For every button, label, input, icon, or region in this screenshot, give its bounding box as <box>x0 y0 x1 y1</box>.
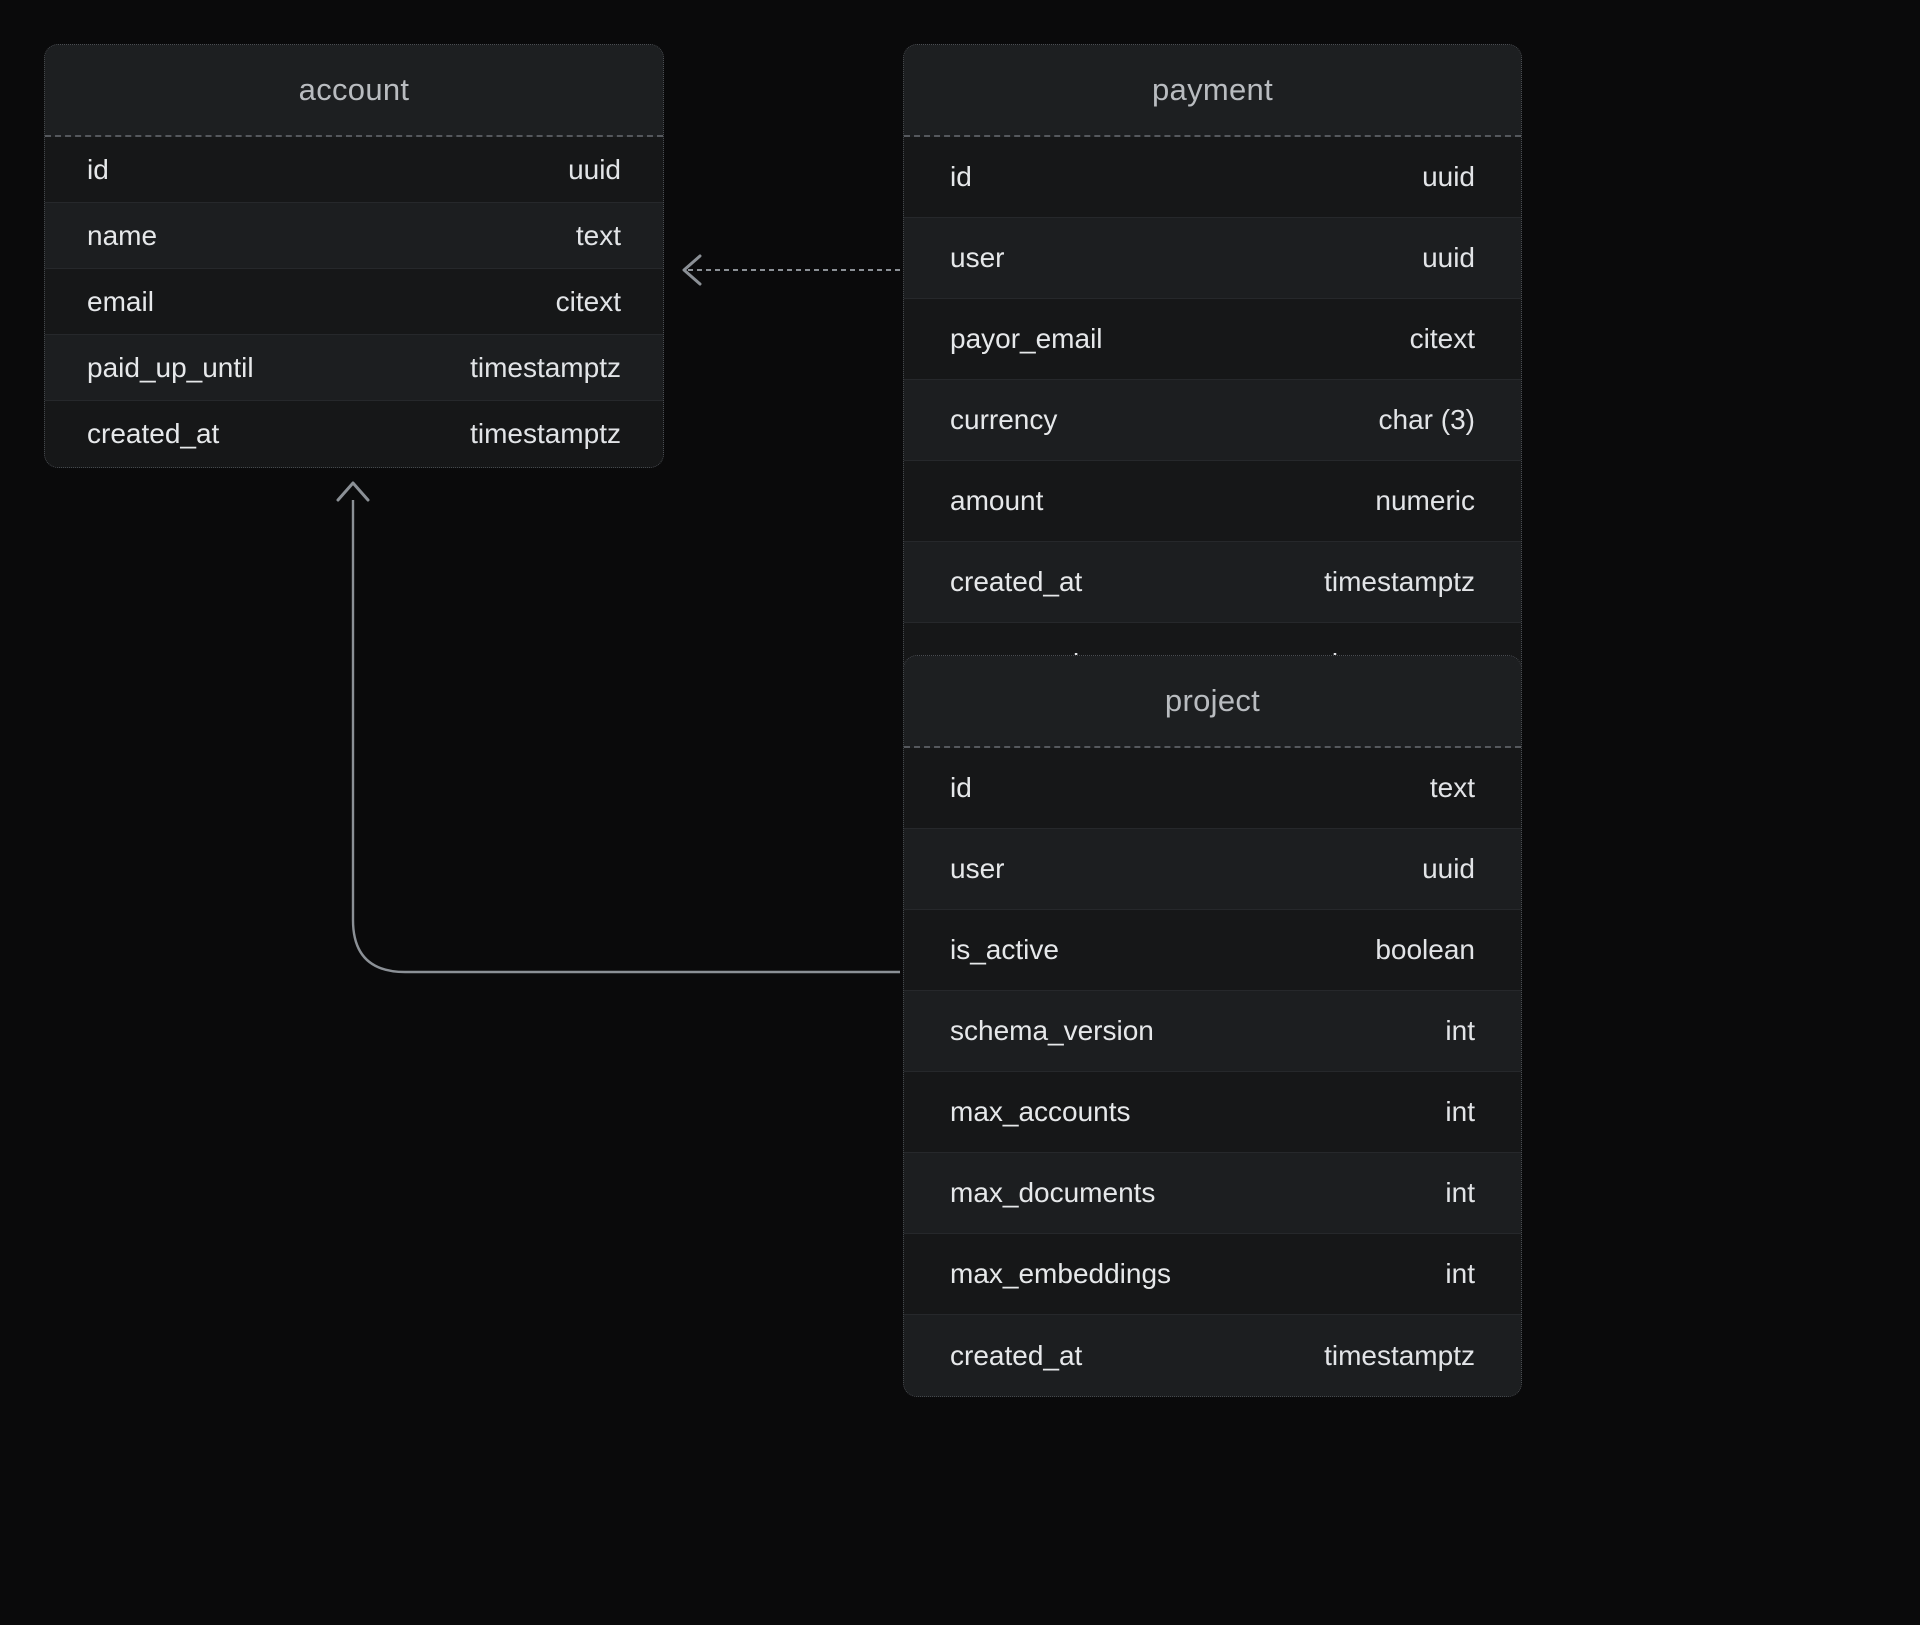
field-name: email <box>87 285 154 317</box>
field-row[interactable]: email citext <box>45 269 663 335</box>
field-type: uuid <box>1422 853 1475 884</box>
field-type: text <box>1429 772 1475 803</box>
field-type: uuid <box>1422 161 1475 192</box>
field-type: timestamptz <box>1324 566 1475 597</box>
field-name: payor_email <box>950 323 1103 354</box>
field-row[interactable]: id text <box>904 748 1521 829</box>
entity-payment-header: payment <box>904 45 1521 137</box>
edge-payment-to-account <box>682 254 900 286</box>
field-type: int <box>1445 1177 1475 1208</box>
field-name: created_at <box>950 1339 1083 1371</box>
edge-project-to-account <box>336 481 900 974</box>
field-name: created_at <box>87 418 220 449</box>
field-row[interactable]: user uuid <box>904 218 1521 299</box>
entity-project-header: project <box>904 656 1521 748</box>
field-row[interactable]: name text <box>45 203 663 269</box>
field-name: schema_version <box>950 1015 1154 1046</box>
field-type: uuid <box>1422 242 1475 273</box>
field-name: paid_up_until <box>87 351 254 383</box>
field-name: id <box>950 772 972 803</box>
entity-payment-field-list: id uuid user uuid payor_email citext cur… <box>904 137 1521 704</box>
field-name: id <box>950 161 972 192</box>
field-name: user <box>950 242 1005 273</box>
field-row[interactable]: amount numeric <box>904 461 1521 542</box>
field-name: amount <box>950 485 1044 516</box>
field-name: is_active <box>950 934 1059 965</box>
field-row[interactable]: max_accounts int <box>904 1072 1521 1153</box>
entity-account-field-list: id uuid name text email citext paid_up_u… <box>45 137 663 467</box>
field-row[interactable]: created_at timestamptz <box>904 542 1521 623</box>
field-type: uuid <box>568 153 621 185</box>
field-name: max_embeddings <box>950 1258 1172 1289</box>
field-row[interactable]: schema_version int <box>904 991 1521 1072</box>
field-type: citext <box>555 285 621 317</box>
field-type: char (3) <box>1378 404 1475 435</box>
field-type: int <box>1445 1015 1475 1046</box>
field-name: created_at <box>950 566 1083 597</box>
field-type: text <box>575 219 621 251</box>
field-row[interactable]: user uuid <box>904 829 1521 910</box>
field-row[interactable]: paid_up_until timestamptz <box>45 335 663 401</box>
field-row[interactable]: id uuid <box>45 137 663 203</box>
entity-project-field-list: id text user uuid is_active boolean sche… <box>904 748 1521 1396</box>
field-name: currency <box>950 404 1058 435</box>
field-row[interactable]: created_at timestamptz <box>904 1315 1521 1396</box>
field-name: name <box>87 219 158 251</box>
entity-payment-title: payment <box>1152 72 1273 107</box>
field-type: timestamptz <box>470 351 621 383</box>
field-row[interactable]: payor_email citext <box>904 299 1521 380</box>
field-type: citext <box>1409 323 1475 354</box>
field-name: max_documents <box>950 1177 1156 1208</box>
field-type: int <box>1445 1258 1475 1289</box>
entity-account[interactable]: account id uuid name text email citext p… <box>44 44 664 468</box>
field-row[interactable]: max_embeddings int <box>904 1234 1521 1315</box>
arrowhead-left-icon <box>682 254 702 286</box>
entity-account-header: account <box>45 45 663 137</box>
field-type: boolean <box>1375 934 1475 965</box>
entity-project[interactable]: project id text user uuid is_active bool… <box>903 655 1522 1397</box>
entity-payment[interactable]: payment id uuid user uuid payor_email ci… <box>903 44 1522 705</box>
field-row[interactable]: currency char (3) <box>904 380 1521 461</box>
field-type: timestamptz <box>1324 1339 1475 1371</box>
field-row[interactable]: is_active boolean <box>904 910 1521 991</box>
field-type: timestamptz <box>470 418 621 449</box>
field-row[interactable]: max_documents int <box>904 1153 1521 1234</box>
entity-project-title: project <box>1164 683 1261 718</box>
field-type: numeric <box>1375 485 1475 516</box>
field-type: int <box>1445 1096 1475 1127</box>
field-row[interactable]: created_at timestamptz <box>45 401 663 467</box>
field-name: id <box>87 153 109 185</box>
field-row[interactable]: id uuid <box>904 137 1521 218</box>
field-name: max_accounts <box>950 1096 1131 1127</box>
arrowhead-up-icon <box>336 481 370 502</box>
field-name: user <box>950 853 1005 884</box>
entity-account-title: account <box>298 72 410 107</box>
